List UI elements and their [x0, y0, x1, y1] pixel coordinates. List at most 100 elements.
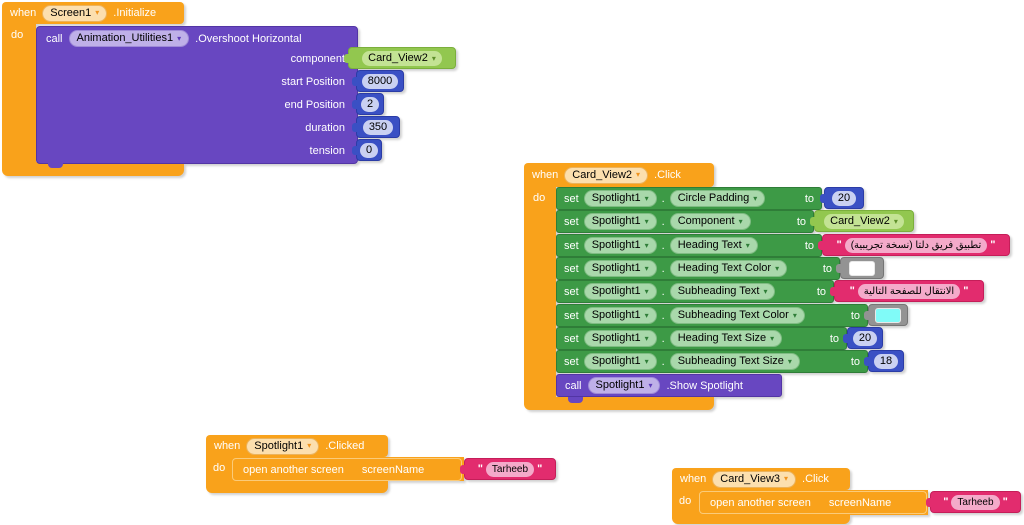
dropdown-arrow-icon[interactable]: ▾ [893, 216, 898, 226]
when-keyword: when [10, 7, 37, 19]
dropdown-value: Animation_Utilities1 [76, 32, 174, 44]
spotlight1-dropdown[interactable]: Spotlight1▾ [583, 307, 657, 324]
set-row-heading-text-color[interactable]: set Spotlight1▾ . Heading Text Color▾ to [556, 257, 840, 280]
property-dropdown[interactable]: Subheading Text▾ [669, 283, 776, 300]
subheading-text-value-block[interactable]: " الانتقال للصفحة التالية " [830, 280, 984, 302]
number-value: 20 [831, 190, 857, 206]
event-header[interactable]: when Card_View3 ▾ .Click [672, 468, 850, 490]
dropdown-value: Spotlight1 [591, 262, 641, 274]
circle-padding-value-block[interactable]: 20 [820, 187, 864, 209]
property-dropdown[interactable]: Component▾ [669, 213, 751, 230]
set-row-heading-text[interactable]: set Spotlight1▾ . Heading Text▾ to [556, 234, 822, 257]
dropdown-arrow-icon[interactable]: ▾ [763, 286, 768, 296]
start-position-value-block[interactable]: 8000 [352, 70, 404, 92]
dropdown-arrow-icon[interactable]: ▾ [644, 193, 649, 203]
set-row-component[interactable]: set Spotlight1▾ . Component▾ to [556, 210, 814, 233]
dropdown-arrow-icon[interactable]: ▾ [787, 356, 792, 366]
component-value-block[interactable]: Card_View2▾ [810, 210, 914, 232]
when-screen1-initialize-block[interactable]: when Screen1 ▾ .Initialize do call Anima… [2, 2, 460, 178]
dropdown-arrow-icon[interactable]: ▾ [770, 333, 775, 343]
subheading-text-color-swatch-block[interactable] [864, 304, 908, 326]
event-suffix: .Click [654, 169, 681, 181]
spotlight1-dropdown[interactable]: Spotlight1▾ [583, 330, 657, 347]
event-header[interactable]: when Card_View2 ▾ .Click [524, 163, 714, 187]
open-another-screen-block[interactable]: open another screen screenName [232, 458, 462, 481]
property-dropdown[interactable]: Heading Text Color▾ [669, 260, 788, 277]
spotlight1-dropdown[interactable]: Spotlight1▾ [583, 237, 657, 254]
dropdown-arrow-icon[interactable]: ▾ [644, 356, 649, 366]
property-dropdown[interactable]: Heading Text Size▾ [669, 330, 783, 347]
dropdown-arrow-icon[interactable]: ▾ [644, 240, 649, 250]
call-overshoot-horizontal-block[interactable]: call Animation_Utilities1 ▾ .Overshoot H… [36, 26, 358, 164]
spotlight1-dropdown[interactable]: Spotlight1 ▾ [246, 437, 320, 455]
dropdown-arrow-icon[interactable]: ▾ [753, 193, 758, 203]
spotlight1-dropdown[interactable]: Spotlight1▾ [583, 190, 657, 207]
heading-text-value-block[interactable]: " تطبيق فريق دلتا (نسخة تجريبية) " [818, 234, 1010, 256]
end-position-value-block[interactable]: 2 [352, 93, 384, 115]
open-another-screen-block[interactable]: open another screen screenName [699, 491, 927, 514]
dropdown-arrow-icon[interactable]: ▾ [644, 263, 649, 273]
property-dropdown[interactable]: Subheading Text Color▾ [669, 307, 805, 324]
property-dropdown[interactable]: Circle Padding▾ [669, 190, 766, 207]
when-card-view2-click-block[interactable]: when Card_View2 ▾ .Click do set Spotligh… [524, 163, 1020, 411]
property-dropdown[interactable]: Heading Text▾ [669, 237, 758, 254]
dropdown-arrow-icon[interactable]: ▾ [745, 240, 750, 250]
component-value-block[interactable]: Card_View2 ▾ [344, 47, 456, 69]
set-row-circle-padding[interactable]: set Spotlight1▾ . Circle Padding▾ to [556, 187, 822, 210]
when-spotlight1-clicked-block[interactable]: when Spotlight1 ▾ .Clicked do open anoth… [206, 435, 556, 493]
screen-name-value-block[interactable]: " Tarheeb " [926, 491, 1021, 513]
spotlight1-dropdown[interactable]: Spotlight1▾ [583, 353, 657, 370]
spotlight1-dropdown[interactable]: Spotlight1▾ [583, 213, 657, 230]
call-show-spotlight-block[interactable]: call Spotlight1▾ .Show Spotlight [556, 374, 782, 397]
set-row-subheading-text-size[interactable]: set Spotlight1▾ . Subheading Text Size▾ … [556, 350, 868, 373]
dropdown-arrow-icon[interactable]: ▾ [431, 53, 436, 63]
card-view2-dropdown[interactable]: Card_View2 ▾ [564, 166, 649, 184]
spotlight1-dropdown[interactable]: Spotlight1▾ [583, 283, 657, 300]
subheading-text-size-value-block[interactable]: 18 [864, 350, 904, 372]
set-keyword: set [564, 215, 579, 228]
heading-text-size-value-block[interactable]: 20 [843, 327, 883, 349]
dropdown-arrow-icon[interactable]: ▾ [307, 441, 312, 450]
text-value[interactable]: Tarheeb [485, 461, 535, 477]
param-label-tension: tension [309, 145, 345, 157]
text-value[interactable]: الانتقال للصفحة التالية [857, 283, 961, 299]
do-column: do [524, 187, 556, 397]
set-row-heading-text-size[interactable]: set Spotlight1▾ . Heading Text Size▾ to [556, 327, 847, 350]
quote-mark: " [836, 239, 842, 251]
tension-value-block[interactable]: 0 [352, 139, 382, 161]
dropdown-arrow-icon[interactable]: ▾ [792, 310, 797, 320]
dropdown-arrow-icon[interactable]: ▾ [784, 474, 789, 483]
quote-mark: " [1002, 496, 1008, 508]
param-label-screen-name: screenName [828, 496, 892, 509]
dropdown-arrow-icon[interactable]: ▾ [644, 310, 649, 320]
dropdown-arrow-icon[interactable]: ▾ [636, 170, 641, 179]
animation-utilities1-dropdown[interactable]: Animation_Utilities1 ▾ [68, 30, 190, 47]
heading-text-color-swatch-block[interactable] [836, 257, 884, 279]
dropdown-arrow-icon[interactable]: ▾ [775, 263, 780, 273]
dropdown-arrow-icon[interactable]: ▾ [644, 286, 649, 296]
screen1-dropdown[interactable]: Screen1 ▾ [42, 4, 108, 22]
event-header[interactable]: when Screen1 ▾ .Initialize [2, 2, 184, 24]
color-swatch[interactable] [849, 260, 875, 276]
dropdown-arrow-icon[interactable]: ▾ [95, 8, 100, 17]
dropdown-arrow-icon[interactable]: ▾ [738, 216, 743, 226]
property-dropdown[interactable]: Subheading Text Size▾ [669, 353, 800, 370]
text-value[interactable]: تطبيق فريق دلتا (نسخة تجريبية) [844, 237, 988, 253]
dropdown-arrow-icon[interactable]: ▾ [644, 216, 649, 226]
when-card-view3-click-block[interactable]: when Card_View3 ▾ .Click do open another… [672, 468, 1022, 524]
spotlight1-dropdown[interactable]: Spotlight1▾ [587, 377, 661, 394]
dropdown-arrow-icon[interactable]: ▾ [648, 380, 653, 390]
set-row-subheading-text-color[interactable]: set Spotlight1▾ . Subheading Text Color▾… [556, 304, 868, 327]
text-value[interactable]: Tarheeb [951, 494, 1000, 510]
event-header[interactable]: when Spotlight1 ▾ .Clicked [206, 435, 388, 457]
quote-mark: " [943, 496, 949, 508]
dropdown-arrow-icon[interactable]: ▾ [177, 33, 182, 43]
spotlight1-dropdown[interactable]: Spotlight1▾ [583, 260, 657, 277]
set-row-subheading-text[interactable]: set Spotlight1▾ . Subheading Text▾ to [556, 280, 834, 303]
screen-name-value-block[interactable]: " Tarheeb " [460, 458, 556, 480]
dropdown-arrow-icon[interactable]: ▾ [644, 333, 649, 343]
card-view3-dropdown[interactable]: Card_View3 ▾ [712, 470, 797, 488]
duration-value-block[interactable]: 350 [352, 116, 400, 138]
color-swatch[interactable] [875, 307, 901, 323]
